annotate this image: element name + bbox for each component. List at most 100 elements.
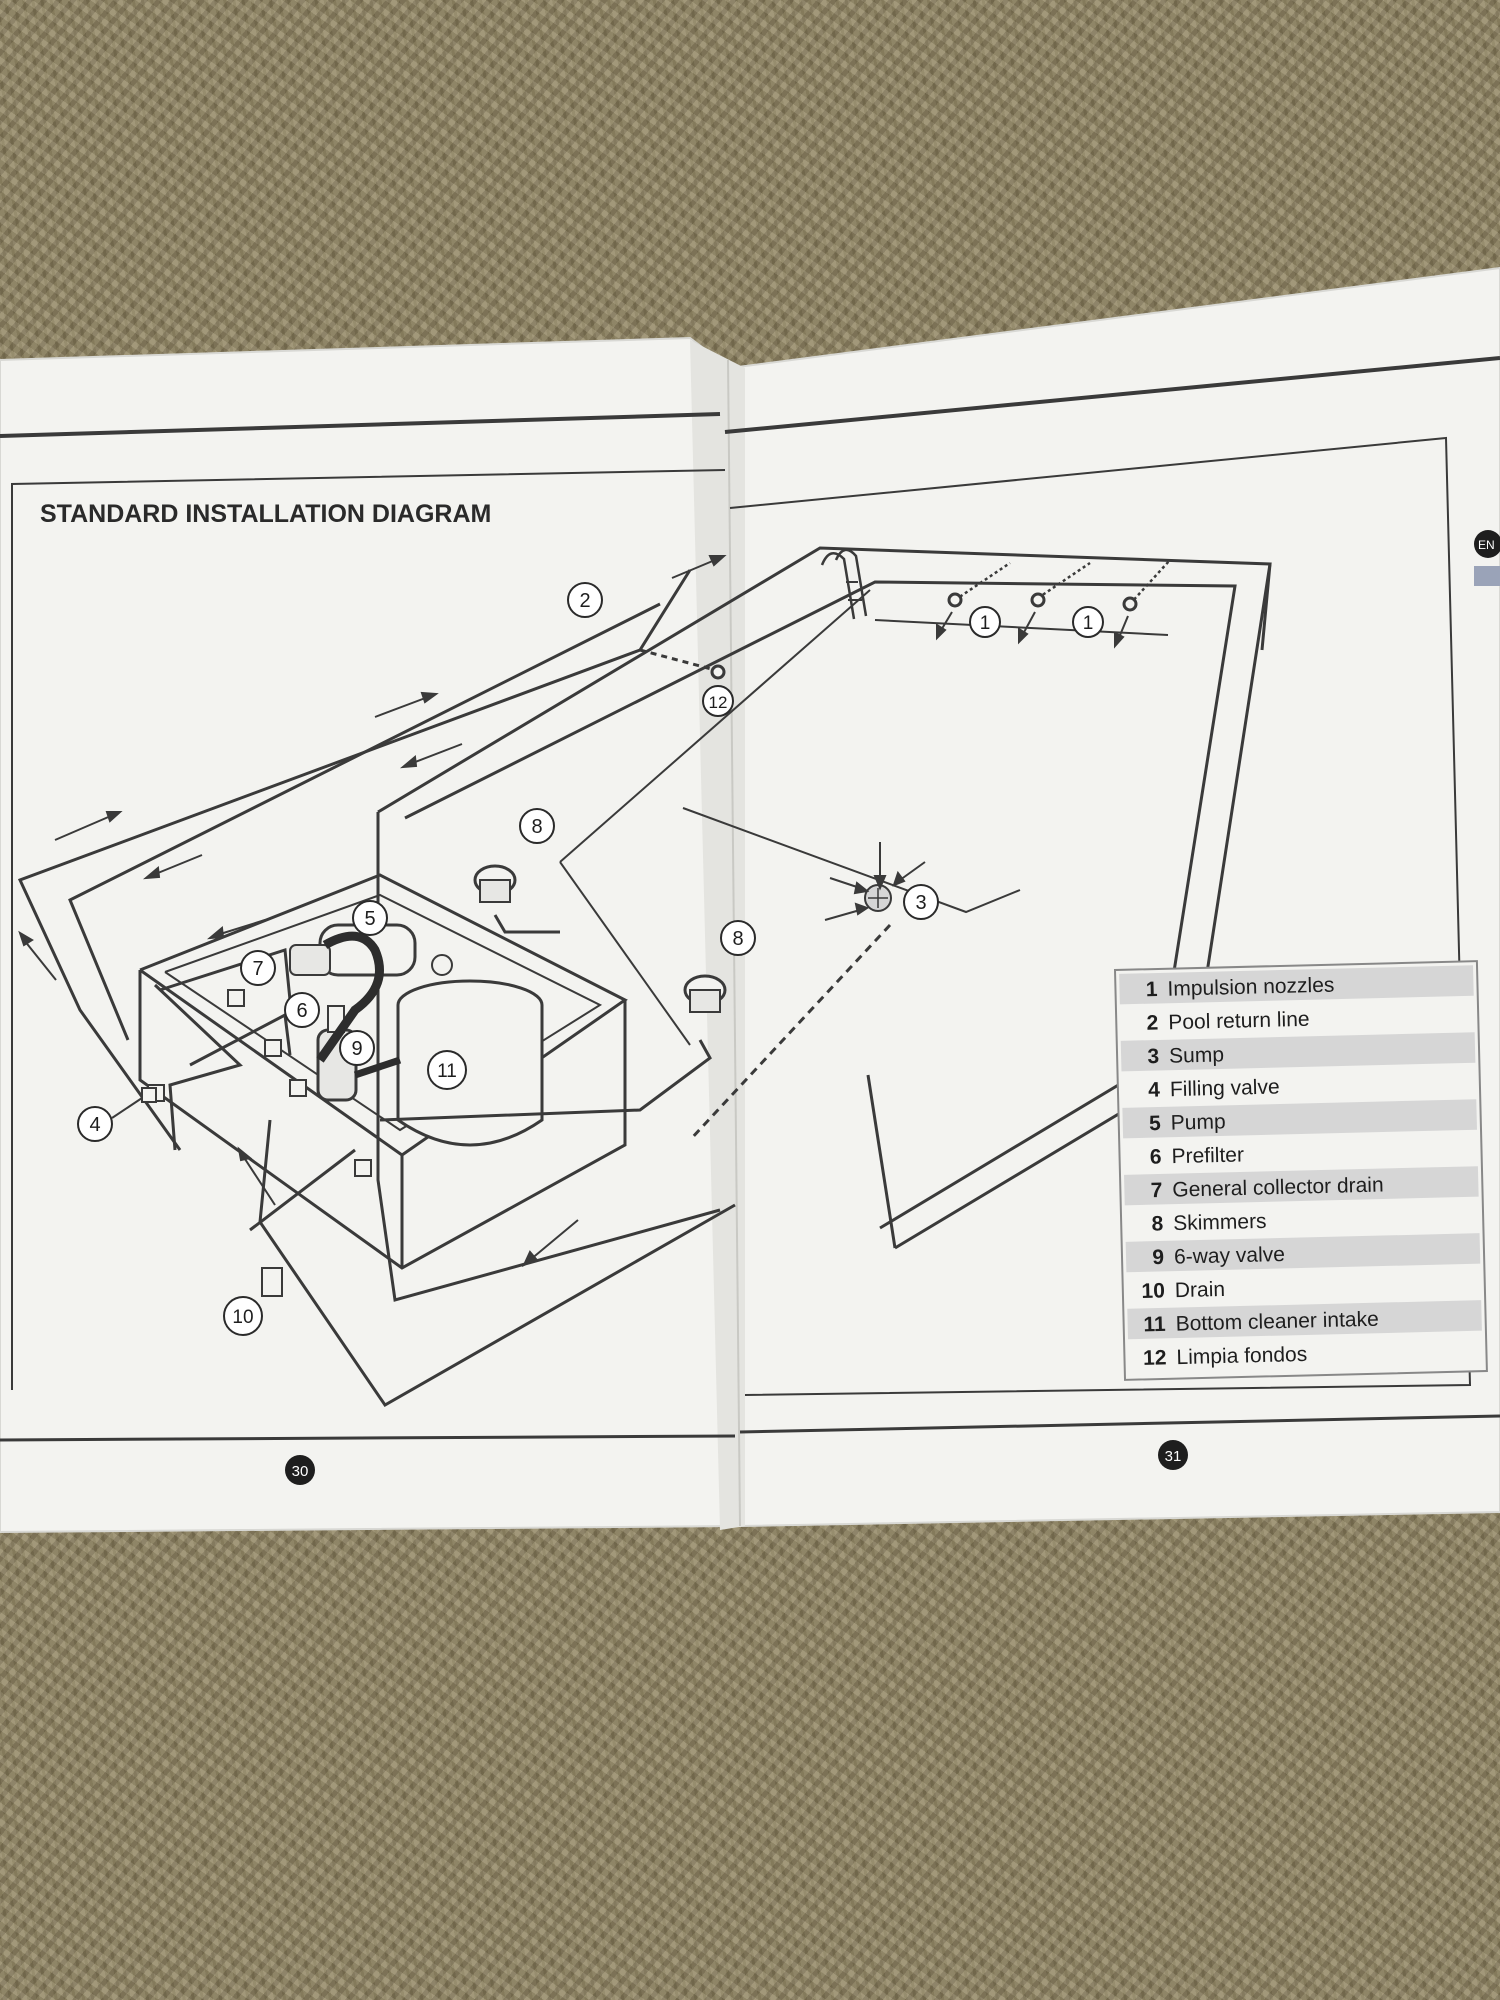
legend-number: 1 — [1146, 978, 1159, 1001]
pipe-pump-to-valve — [316, 931, 384, 1063]
page-number-right: 31 — [1158, 1440, 1188, 1470]
callout-2: 2 — [567, 582, 603, 618]
svg-text:8: 8 — [732, 928, 743, 950]
callout-3: 3 — [903, 884, 939, 920]
svg-text:EN: EN — [1478, 538, 1495, 552]
diagram-title: STANDARD INSTALLATION DIAGRAM — [40, 500, 491, 528]
legend-number: 7 — [1150, 1179, 1162, 1202]
legend-label: General collector drain — [1172, 1174, 1384, 1202]
filling-valve-icon — [141, 1087, 157, 1103]
callout-1a: 1 — [969, 606, 1001, 638]
legend-label: Pump — [1170, 1110, 1225, 1134]
legend-number: 9 — [1152, 1246, 1164, 1269]
legend-row: 11 Bottom cleaner intake — [1127, 1300, 1482, 1340]
limpia-line — [639, 648, 716, 672]
svg-text:31: 31 — [1165, 1448, 1182, 1465]
svg-text:4: 4 — [89, 1114, 100, 1136]
svg-text:11: 11 — [437, 1061, 457, 1082]
flow-arrows — [18, 555, 1129, 1268]
legend-label: Drain — [1175, 1278, 1226, 1302]
legend-label: Impulsion nozzles — [1167, 974, 1334, 1001]
callout-6: 6 — [284, 992, 320, 1028]
callout-10: 10 — [223, 1296, 263, 1336]
callout-9: 9 — [339, 1030, 375, 1066]
legend-row: 6 Prefilter — [1123, 1132, 1478, 1172]
legend-row: 2 Pool return line — [1119, 998, 1475, 1038]
legend-number: 6 — [1150, 1145, 1162, 1168]
legend-row: 8 Skimmers — [1124, 1199, 1480, 1239]
callout-12: 12 — [702, 685, 734, 717]
return-line-pipe — [17, 569, 692, 1151]
callout-1b: 1 — [1072, 606, 1104, 638]
svg-text:3: 3 — [915, 892, 926, 914]
uk-flag-icon — [1474, 566, 1500, 586]
svg-text:12: 12 — [709, 693, 728, 712]
legend-label: Pool return line — [1168, 1008, 1310, 1034]
skimmer-right-icon — [683, 974, 727, 1013]
callout-7: 7 — [240, 950, 276, 986]
legend-row: 9 6-way valve — [1125, 1233, 1481, 1273]
svg-text:7: 7 — [252, 958, 263, 980]
page-number-left: 30 — [285, 1455, 315, 1485]
callout-8b: 8 — [720, 920, 756, 956]
legend-label: Limpia fondos — [1176, 1343, 1307, 1369]
legend-label: Filling valve — [1170, 1076, 1280, 1102]
legend-label: Skimmers — [1173, 1210, 1267, 1235]
legend-label: 6-way valve — [1174, 1243, 1285, 1269]
callout-5: 5 — [352, 900, 388, 936]
callout-11: 11 — [427, 1050, 467, 1090]
legend-row: 12 Limpia fondos — [1128, 1333, 1483, 1373]
top-rule-left — [0, 412, 721, 438]
pipe-fittings — [147, 989, 372, 1177]
skimmer-left-icon — [473, 864, 517, 903]
svg-text:6: 6 — [296, 1000, 307, 1022]
filter-tank — [396, 954, 544, 1147]
legend-number: 2 — [1146, 1011, 1158, 1034]
sump-grate-icon — [864, 884, 892, 912]
legend-row: 10 Drain — [1126, 1266, 1482, 1306]
legend-row: 5 Pump — [1122, 1099, 1478, 1139]
legend-label: Prefilter — [1171, 1143, 1244, 1168]
svg-text:1: 1 — [1083, 613, 1094, 634]
svg-text:30: 30 — [292, 1463, 309, 1480]
svg-text:8: 8 — [531, 816, 542, 838]
cleaner-inlet-icon — [710, 664, 726, 680]
drain-pipe — [258, 1119, 736, 1407]
language-badge: EN — [1474, 530, 1500, 586]
svg-text:2: 2 — [579, 590, 590, 612]
legend-number: 4 — [1148, 1078, 1161, 1101]
top-rule-right — [724, 356, 1500, 434]
pool-structure — [376, 546, 1272, 1302]
callout-8a: 8 — [519, 808, 555, 844]
drain-box-icon — [261, 1267, 283, 1297]
legend-row: 1 Impulsion nozzles — [1119, 965, 1474, 1005]
svg-text:9: 9 — [351, 1038, 362, 1060]
legend-number: 12 — [1143, 1346, 1167, 1370]
legend-number: 11 — [1143, 1313, 1166, 1337]
diagram-frame-left — [11, 469, 726, 1390]
diagram-frame-right — [729, 436, 1472, 1396]
sump-line — [688, 923, 892, 1142]
ladder-icon — [820, 548, 868, 620]
callout-4: 4 — [77, 1097, 143, 1142]
pressure-gauge-icon — [431, 954, 453, 976]
legend-row: 4 Filling valve — [1121, 1065, 1477, 1105]
svg-text:5: 5 — [364, 908, 375, 930]
legend-number: 5 — [1149, 1112, 1162, 1135]
legend-number: 10 — [1141, 1279, 1165, 1303]
pipe-valve-to-tank — [353, 1056, 402, 1079]
bottom-rule-right — [739, 1414, 1500, 1434]
legend-label: Sump — [1169, 1043, 1224, 1067]
legend-label: Bottom cleaner intake — [1175, 1308, 1379, 1336]
nozzle-lines — [954, 559, 1171, 605]
bottom-rule-left — [0, 1434, 736, 1442]
nozzle-icon — [1030, 592, 1046, 608]
svg-text:10: 10 — [232, 1307, 253, 1328]
legend-number: 8 — [1151, 1212, 1164, 1235]
legend-row: 7 General collector drain — [1124, 1166, 1479, 1206]
nozzle-icon — [1122, 596, 1138, 612]
nozzle-icon — [947, 592, 963, 608]
